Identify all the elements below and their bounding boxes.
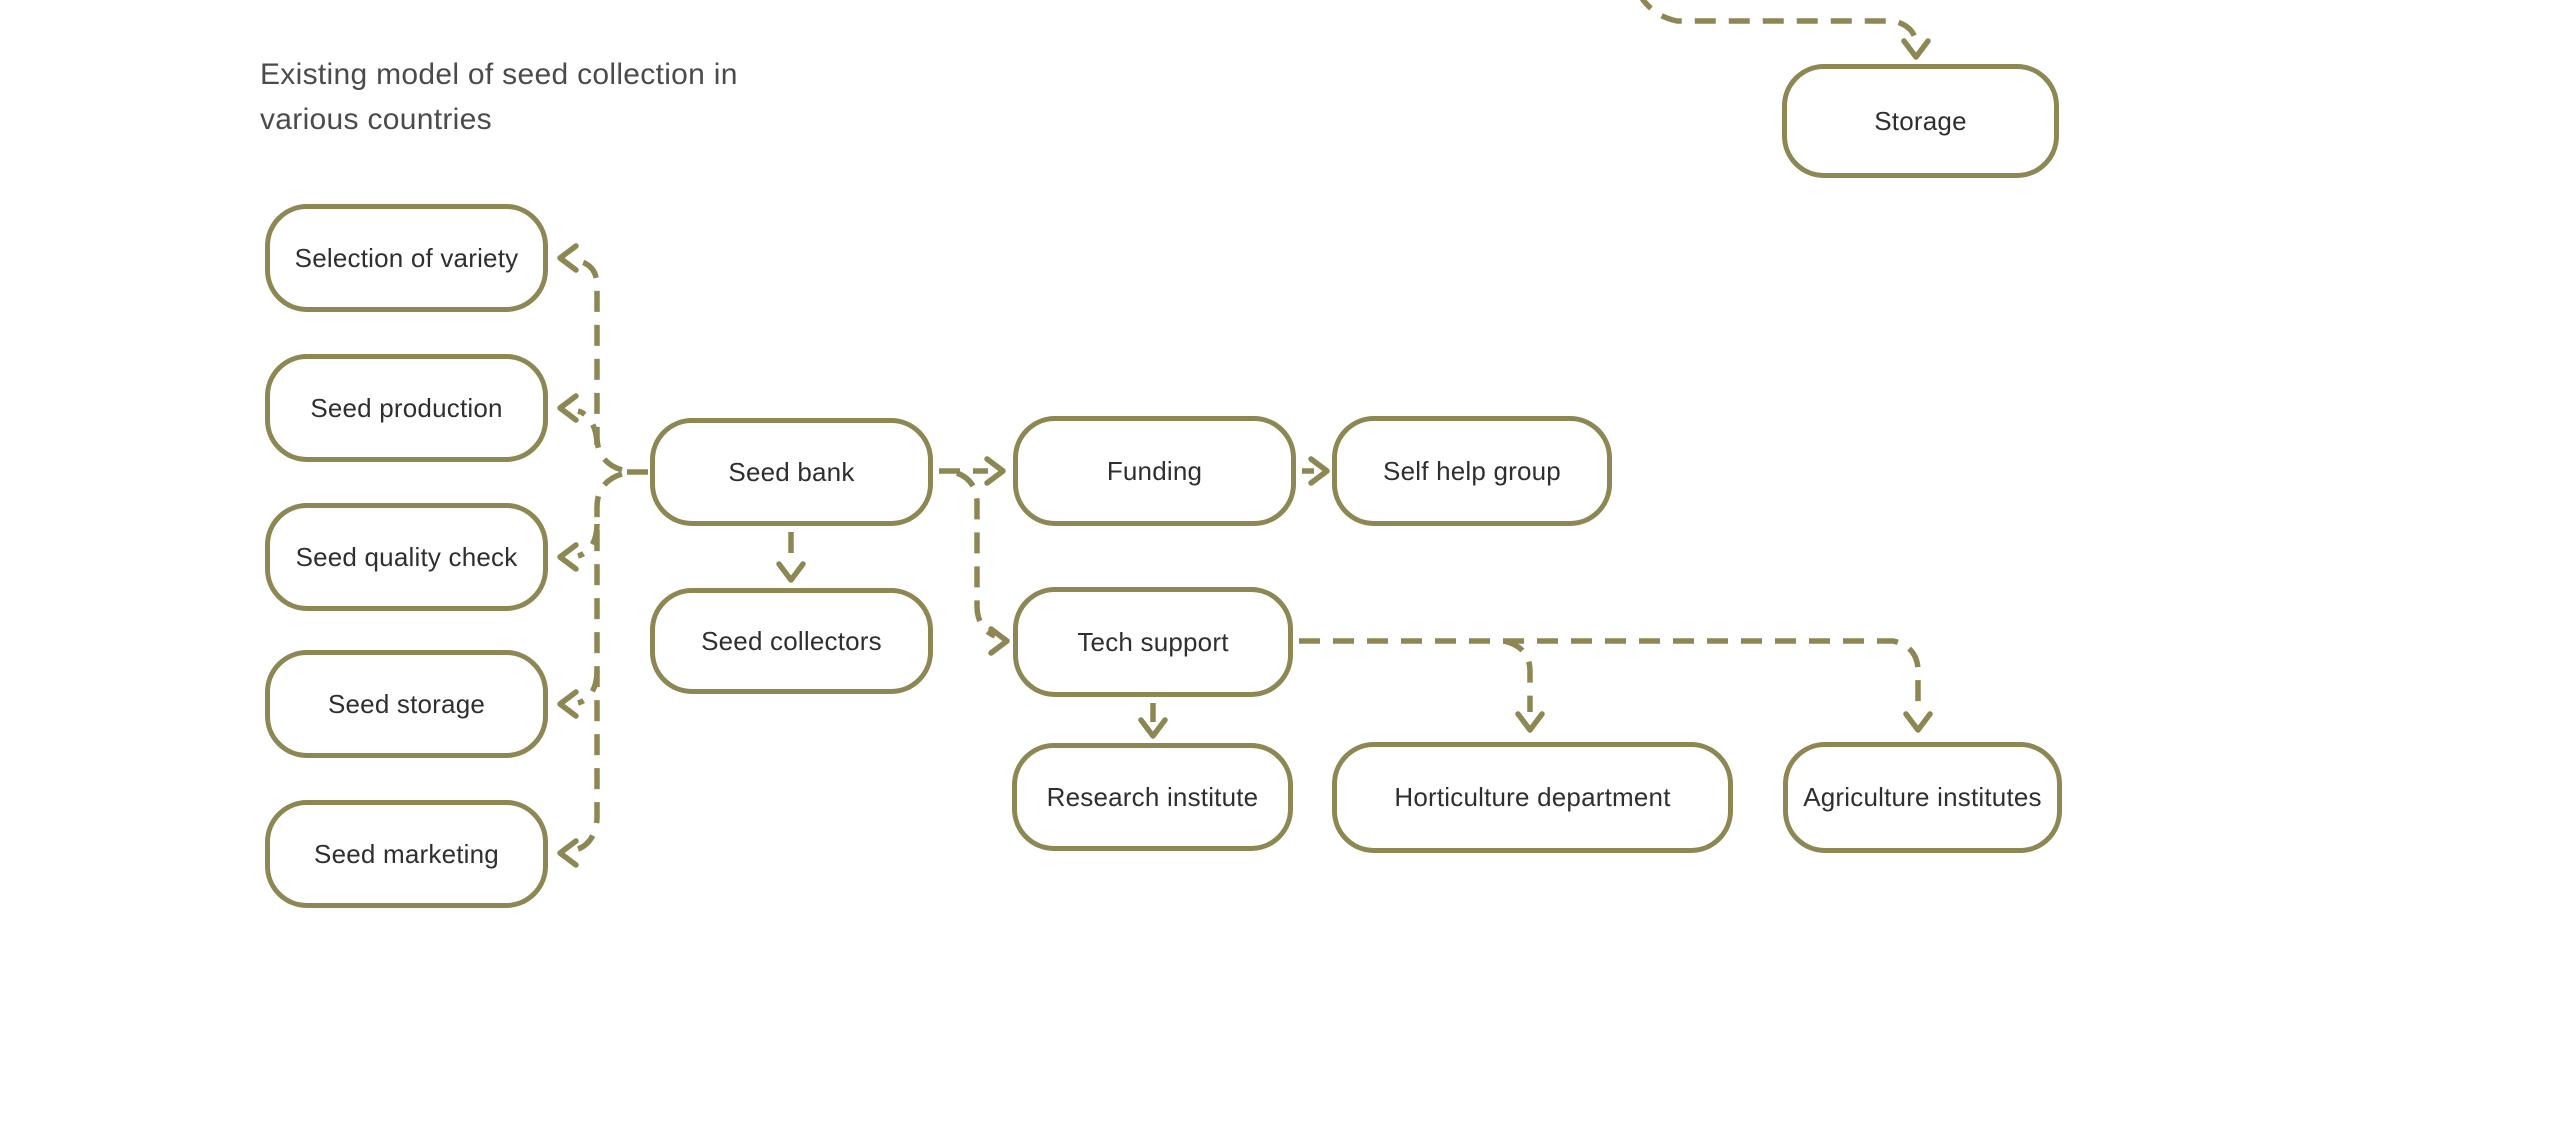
node-label-seed-storage: Seed storage [327, 688, 486, 719]
node-label-research-institute: Research institute [1046, 781, 1259, 812]
node-horticulture-department: Horticulture department [1332, 742, 1733, 853]
node-seed-quality-check: Seed quality check [265, 503, 548, 611]
arrowhead-research-institute [1138, 717, 1168, 739]
arrowhead-seed-collectors [776, 561, 806, 583]
edge-seed-bank-to-seed-marketing [576, 471, 623, 852]
node-label-horticulture-department: Horticulture department [1394, 782, 1671, 812]
node-selection-of-variety: Selection of variety [265, 204, 548, 312]
node-seed-bank: Seed bank [650, 418, 933, 526]
node-seed-marketing: Seed marketing [265, 800, 548, 908]
node-label-self-help-group: Self help group [1383, 455, 1561, 486]
arrowhead-agriculture-institutes [1903, 711, 1933, 733]
node-label-seed-marketing: Seed marketing [314, 838, 499, 869]
node-funding: Funding [1013, 416, 1296, 526]
node-label-seed-collectors: Seed collectors [701, 625, 882, 656]
arrowhead-funding [984, 456, 1006, 486]
arrowhead-selection-of-variety [557, 243, 579, 273]
arrowhead-horticulture-department [1515, 711, 1545, 733]
edge-top-offscreen-to-storage [1639, 0, 1919, 46]
diagram-title-line-2: various countries [260, 103, 492, 136]
node-tech-support: Tech support [1013, 587, 1293, 697]
diagram-title: Existing model of seed collection in var… [260, 52, 738, 142]
arrowhead-tech-support [988, 626, 1010, 656]
edge-tech-support-to-agriculture-institutes [1299, 638, 1921, 712]
arrowhead-seed-storage [557, 689, 579, 719]
edge-seed-bank-to-seed-production [577, 408, 600, 446]
node-label-storage: Storage [1874, 105, 1967, 136]
arrowhead-seed-production [557, 393, 579, 423]
node-label-seed-bank: Seed bank [728, 456, 855, 487]
arrowhead-self-help-group [1308, 456, 1330, 486]
node-seed-storage: Seed storage [265, 650, 548, 758]
node-seed-production: Seed production [265, 354, 548, 462]
arrowhead-storage [1901, 38, 1931, 60]
node-research-institute: Research institute [1012, 743, 1293, 851]
edge-seed-bank-to-seed-storage [577, 670, 600, 706]
edge-seed-bank-to-tech-support [955, 470, 997, 639]
node-agriculture-institutes: Agriculture institutes [1783, 742, 2062, 853]
node-label-agriculture-institutes: Agriculture institutes [1803, 782, 2042, 812]
node-label-tech-support: Tech support [1077, 626, 1229, 657]
node-label-selection-of-variety: Selection of variety [294, 242, 519, 273]
diagram-title-line-1: Existing model of seed collection in [260, 58, 738, 91]
edge-tech-support-to-horticulture-department [1503, 638, 1533, 712]
node-seed-collectors: Seed collectors [650, 588, 933, 694]
node-label-funding: Funding [1106, 455, 1203, 486]
edge-seed-bank-to-selection-of-variety [577, 258, 623, 473]
arrowhead-seed-marketing [557, 838, 579, 868]
node-label-seed-quality-check: Seed quality check [295, 541, 518, 572]
node-self-help-group: Self help group [1332, 416, 1612, 526]
arrowhead-seed-quality-check [557, 542, 579, 572]
node-storage: Storage [1782, 64, 2059, 178]
edge-seed-bank-to-seed-quality-check [577, 523, 600, 559]
node-label-seed-production: Seed production [310, 392, 503, 423]
